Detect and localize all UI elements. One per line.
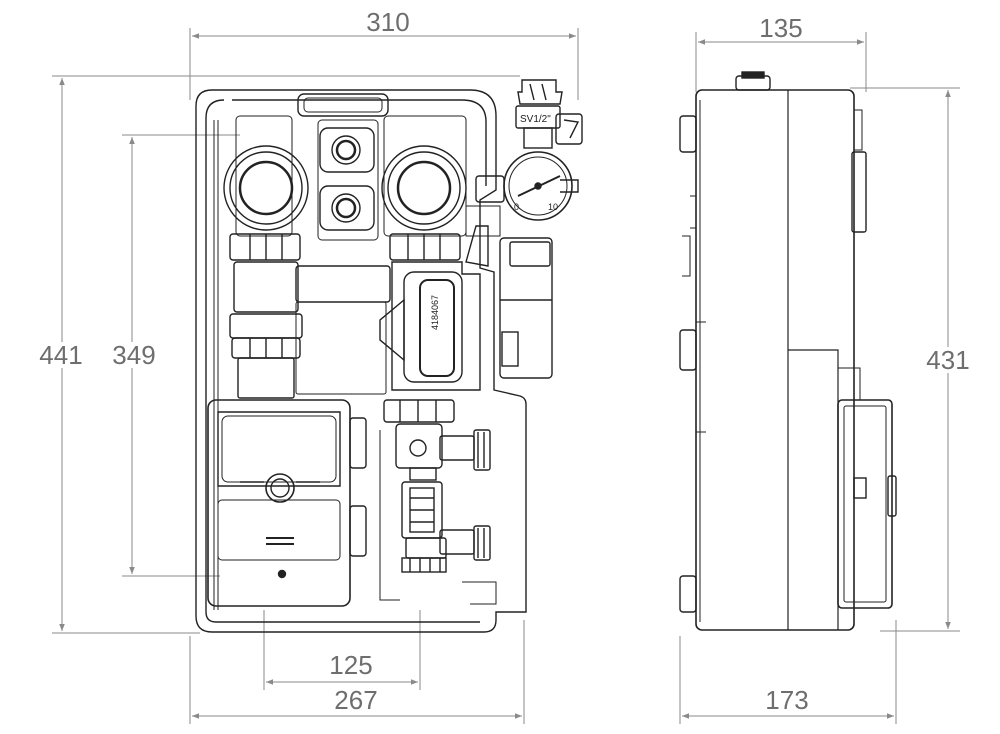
circulation-pump	[379, 225, 553, 391]
dim-front-body-width: 267	[332, 685, 380, 715]
center-ports	[319, 127, 375, 231]
dim-side-body-depth: 135	[757, 13, 805, 43]
dim-front-total-width: 310	[364, 7, 412, 37]
controller-unit	[207, 399, 367, 607]
front-housing-outer	[195, 89, 527, 633]
side-view	[679, 71, 897, 631]
front-view: 4184067 SV1/2" 0 10	[195, 79, 583, 633]
dim-front-pipe-spacing: 125	[327, 650, 375, 680]
side-controller	[837, 399, 893, 609]
gauge-max-label: 10	[548, 202, 558, 212]
left-pipe	[229, 261, 303, 399]
pressure-gauge	[465, 151, 579, 237]
dim-front-inner-height: 349	[110, 340, 158, 370]
dim-front-total-height: 441	[37, 340, 85, 370]
left-flow-connector	[223, 145, 309, 261]
return-line-assembly	[379, 399, 497, 605]
pump-code-text: 4184067	[430, 295, 440, 330]
front-housing-inner	[205, 99, 487, 623]
right-flow-connector	[381, 145, 467, 261]
dimension-lines	[52, 28, 960, 724]
dim-side-height: 431	[924, 345, 972, 375]
safety-valve	[515, 79, 583, 149]
dim-side-total-depth: 173	[763, 685, 811, 715]
gauge-min-label: 0	[514, 202, 519, 212]
safety-valve-label: SV1/2"	[520, 114, 551, 125]
side-housing	[695, 89, 855, 631]
top-handle	[297, 93, 389, 117]
